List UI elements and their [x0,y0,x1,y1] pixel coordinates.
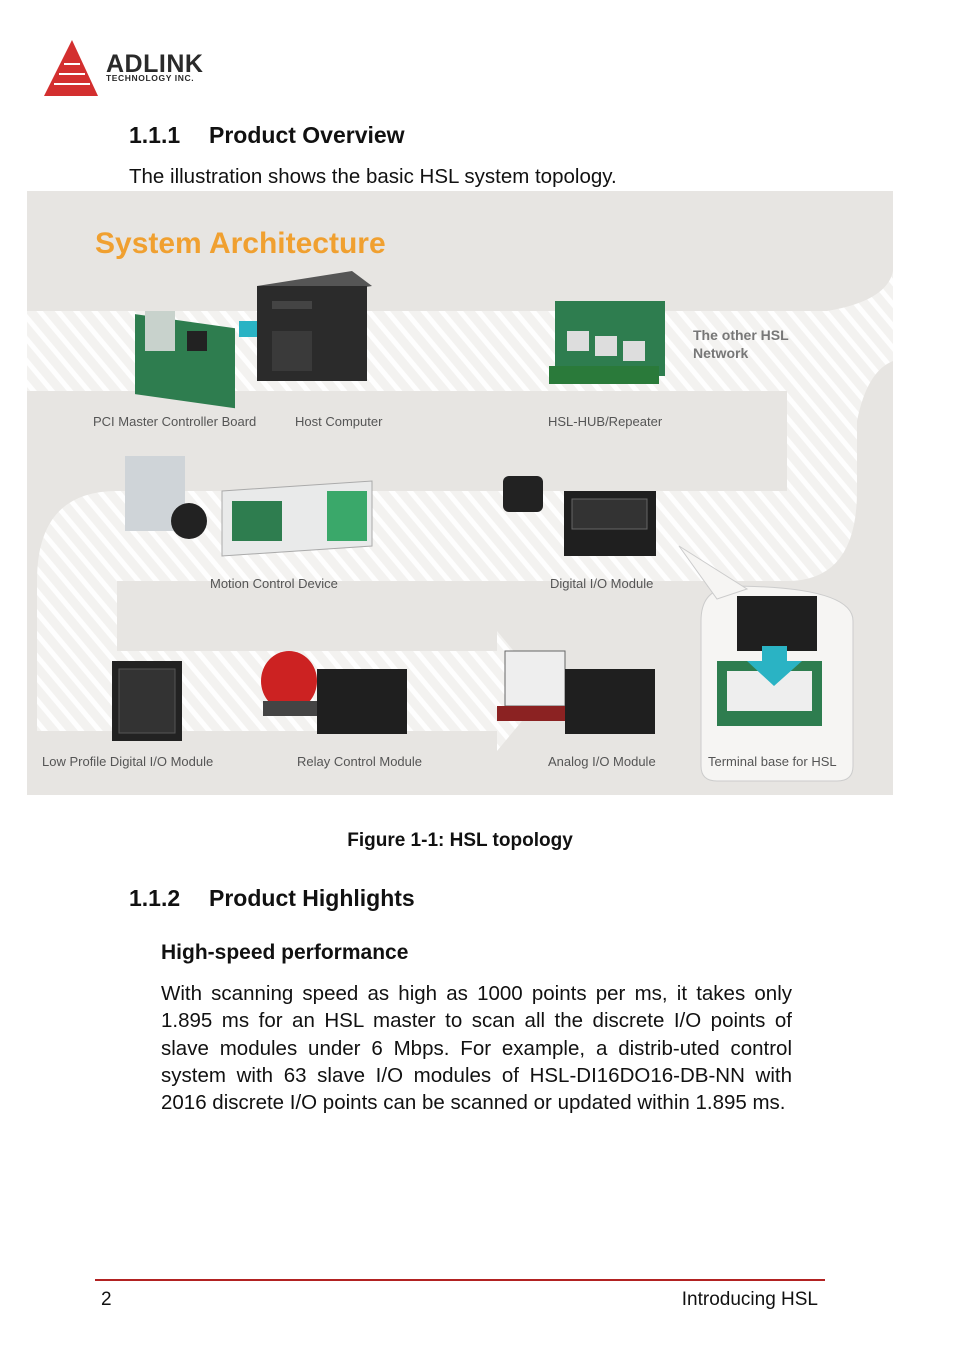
hsl-hub-image [549,301,665,384]
chapter-title: Introducing HSL [681,1289,818,1310]
label-terminal-base: Terminal base for HSL [708,754,837,769]
label-hsl-hub: HSL-HUB/Repeater [548,414,663,429]
logo-wordmark: ADLINK [106,50,204,78]
section-heading-overview: 1.1.1 Product Overview [129,122,405,149]
label-other-network-2: Network [693,345,748,361]
label-host-computer: Host Computer [295,414,383,429]
label-relay: Relay Control Module [297,754,422,769]
overview-intro: The illustration shows the basic HSL sys… [129,165,617,188]
figure-caption: Figure 1-1: HSL topology [347,830,573,851]
section-number: 1.1.1 [129,122,181,148]
digital-io-image [503,476,656,556]
adlink-triangle-icon [44,40,98,96]
host-computer-image [257,271,372,381]
topology-illustration: System Architecture The other HSL Networ… [27,227,893,782]
down-arrow-icon [747,646,802,686]
section-title: Product Overview [209,122,405,148]
section-number: 1.1.2 [129,885,181,911]
footer-rule [95,1279,825,1281]
adlink-logo: ADLINK TECHNOLOGY INC. [42,38,242,100]
label-low-profile: Low Profile Digital I/O Module [42,754,213,769]
highlight-paragraph: With scanning speed as high as 1000 poin… [161,982,792,1115]
section-title: Product Highlights [209,885,415,911]
motion-control-image [125,456,373,557]
label-digital-io: Digital I/O Module [550,576,653,591]
label-analog-io: Analog I/O Module [548,754,656,769]
label-other-network-1: The other HSL [693,327,789,343]
page-number: 2 [101,1289,112,1310]
logo-subtext: TECHNOLOGY INC. [106,73,195,83]
pci-board-image [135,311,235,409]
highlight-subheading: High-speed performance [161,941,409,964]
low-profile-io-image [112,661,182,741]
figure-heading: System Architecture [95,227,386,260]
relay-module-image [261,651,407,734]
terminal-base-image [717,596,822,726]
label-pci-board: PCI Master Controller Board [93,414,256,429]
section-heading-highlights: 1.1.2 Product Highlights [129,885,415,912]
hsl-topology-figure: System Architecture The other HSL Networ… [27,191,893,795]
label-motion-control: Motion Control Device [210,576,338,591]
analog-io-image [497,650,655,734]
